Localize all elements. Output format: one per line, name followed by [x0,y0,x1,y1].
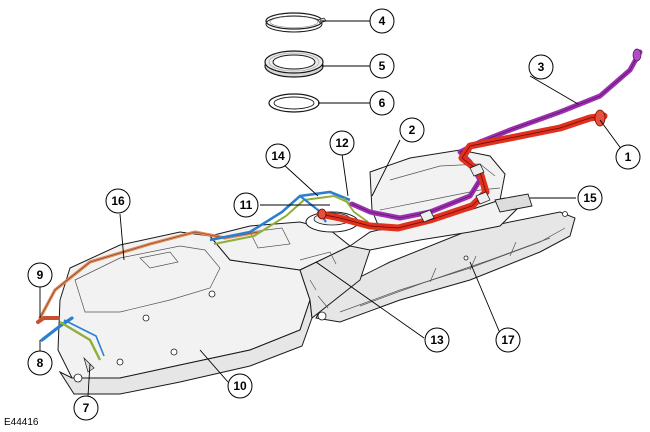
callout-3: 3 [528,54,554,80]
callout-10-label: 10 [233,379,247,393]
callout-6-label: 6 [379,96,386,110]
callout-14: 14 [265,143,291,169]
callout-1: 1 [615,144,641,170]
callout-2: 2 [399,117,425,143]
callout-11: 11 [233,192,259,218]
callout-9: 9 [27,262,53,288]
callout-4: 4 [369,8,395,34]
retaining-ring-4 [265,12,327,33]
callout-12: 12 [329,130,355,156]
callout-4-label: 4 [379,14,386,28]
callout-8: 8 [27,350,53,376]
callout-11-label: 11 [240,198,253,212]
callout-5: 5 [369,53,395,79]
heat-shield-17 [315,211,576,323]
fuel-line-14 [209,190,351,242]
figure-code: E44416 [4,417,39,428]
callout-5-label: 5 [379,59,386,73]
callout-15-label: 15 [583,191,597,205]
callout-16: 16 [105,188,131,214]
leader-lines [39,20,623,397]
callout-1-label: 1 [625,150,632,164]
callout-14-label: 14 [271,149,285,163]
callout-13-label: 13 [430,333,444,347]
pipe-connector-8 [40,316,74,342]
seal-6 [268,93,320,113]
callout-13: 13 [424,327,450,353]
callout-7: 7 [73,395,99,421]
callout-7-label: 7 [83,401,90,415]
callout-17-label: 17 [501,333,515,347]
callout-2-label: 2 [409,123,416,137]
fuel-tank-body [57,149,533,395]
callout-15: 15 [577,185,603,211]
callout-17: 17 [495,327,521,353]
callout-6: 6 [369,90,395,116]
locking-ring-5 [264,50,324,78]
callout-16-label: 16 [111,194,125,208]
callout-10: 10 [227,373,253,399]
callout-12-label: 12 [335,136,349,150]
callout-9-label: 9 [37,268,44,282]
callout-3-label: 3 [538,60,545,74]
callout-8-label: 8 [37,356,44,370]
pipe-connector-9 [36,316,60,324]
